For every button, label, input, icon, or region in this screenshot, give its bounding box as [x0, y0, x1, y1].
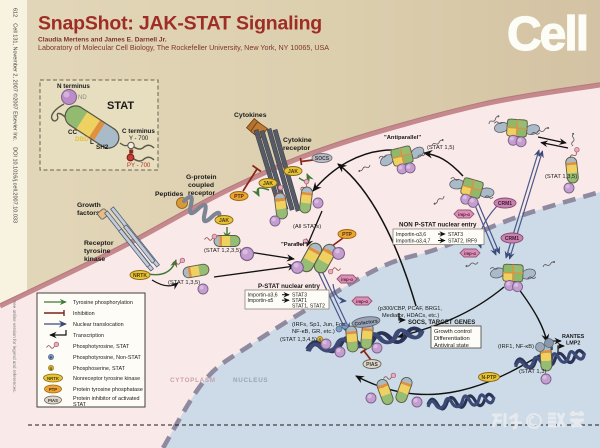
svg-text:Growth: Growth — [77, 202, 101, 209]
svg-text:Importin-α3,6: Importin-α3,6 — [396, 232, 426, 238]
svg-text:(IRF1, NF-κB): (IRF1, NF-κB) — [498, 344, 534, 350]
svg-text:Differentiation: Differentiation — [434, 336, 470, 342]
svg-text:kinase: kinase — [84, 256, 105, 263]
svg-text:See online version for legend: See online version for legend and refere… — [12, 300, 17, 393]
svg-text:imp-α: imp-α — [356, 299, 368, 304]
svg-text:factors: factors — [77, 210, 100, 217]
svg-text:"Parallel": "Parallel" — [281, 242, 307, 248]
svg-text:Peptides: Peptides — [155, 191, 184, 198]
svg-text:Cytokine: Cytokine — [283, 137, 312, 144]
svg-text:NON P-STAT nuclear entry: NON P-STAT nuclear entry — [399, 222, 477, 229]
svg-text:Transcription: Transcription — [73, 333, 104, 339]
svg-text:Inhibition: Inhibition — [73, 311, 95, 317]
svg-text:CC: CC — [68, 129, 78, 136]
svg-text:STAT1: STAT1 — [292, 298, 307, 304]
svg-text:(STAT 1,3,4,5): (STAT 1,3,4,5) — [280, 337, 317, 343]
svg-text:N terminus: N terminus — [57, 83, 90, 90]
svg-text:L: L — [90, 139, 94, 146]
svg-text:Importin-α3,6: Importin-α3,6 — [248, 293, 278, 299]
svg-text:Protein tyrosine phosphatase: Protein tyrosine phosphatase — [73, 387, 143, 393]
svg-text:NRTK: NRTK — [47, 376, 60, 381]
svg-text:STAT3: STAT3 — [292, 293, 307, 299]
svg-text:Claudia Mertens and James E. D: Claudia Mertens and James E. Darnell Jr. — [38, 37, 167, 44]
svg-text:LMP2: LMP2 — [566, 341, 580, 347]
svg-text:Phosphotyrosine, Non-STAT: Phosphotyrosine, Non-STAT — [73, 355, 142, 361]
svg-text:PIAS: PIAS — [366, 362, 378, 368]
svg-text:PTP: PTP — [342, 232, 352, 238]
svg-text:SOCS: SOCS — [315, 156, 330, 162]
svg-text:Laboratory of Molecular Cell B: Laboratory of Molecular Cell Biology, Th… — [38, 43, 329, 52]
svg-text:Tyrosine phosphorylation: Tyrosine phosphorylation — [73, 300, 133, 306]
svg-text:PTP: PTP — [49, 387, 57, 392]
svg-text:CRM1: CRM1 — [498, 201, 512, 207]
svg-text:(STAT 1,5): (STAT 1,5) — [427, 145, 454, 151]
svg-text:SH2: SH2 — [96, 144, 109, 151]
svg-text:Cofactors: Cofactors — [354, 318, 378, 327]
svg-text:(All STATs): (All STATs) — [293, 224, 321, 230]
svg-text:imp-α: imp-α — [464, 251, 476, 256]
svg-text:Importin-α3,4,7: Importin-α3,4,7 — [396, 239, 431, 245]
svg-text:PIAS: PIAS — [48, 398, 58, 403]
svg-text:(STAT 1,3,5): (STAT 1,3,5) — [168, 280, 200, 286]
svg-text:P-STAT nuclear entry: P-STAT nuclear entry — [258, 283, 321, 290]
svg-text:tyrosine: tyrosine — [84, 248, 111, 255]
svg-text:CRM1: CRM1 — [505, 236, 519, 242]
svg-text:RANTES: RANTES — [562, 334, 585, 340]
svg-text:JAK: JAK — [288, 169, 298, 175]
svg-text:Phosphotyrosine, STAT: Phosphotyrosine, STAT — [73, 344, 130, 350]
svg-text:ND: ND — [78, 95, 87, 101]
svg-text:NUCLEUS: NUCLEUS — [233, 377, 268, 384]
svg-text:STAT3: STAT3 — [448, 232, 463, 238]
svg-text:S: S — [319, 337, 322, 342]
svg-text:Cytokines: Cytokines — [234, 112, 267, 119]
svg-text:Phosphoserine, STAT: Phosphoserine, STAT — [73, 366, 126, 372]
svg-text:Antiviral state: Antiviral state — [434, 343, 469, 349]
svg-text:Growth control: Growth control — [434, 329, 472, 335]
svg-text:STAT: STAT — [73, 402, 87, 408]
svg-text:imp-α: imp-α — [341, 277, 353, 282]
svg-text:Cell: Cell — [507, 8, 587, 61]
svg-text:STAT: STAT — [107, 100, 134, 112]
svg-text:SOCS, TARGET GENES: SOCS, TARGET GENES — [408, 320, 475, 326]
svg-text:Receptor: Receptor — [84, 240, 114, 247]
svg-text:imp-α: imp-α — [458, 212, 470, 217]
svg-text:C terminus: C terminus — [122, 128, 155, 135]
svg-text:STAT1, STAT2: STAT1, STAT2 — [292, 304, 325, 310]
svg-text:Nuclear translocation: Nuclear translocation — [73, 322, 124, 328]
svg-text:N-PTP: N-PTP — [482, 375, 498, 381]
svg-text:(p300/CBP, PCAF, BRG1,: (p300/CBP, PCAF, BRG1, — [378, 306, 442, 312]
svg-text:Importin-α5: Importin-α5 — [248, 298, 274, 304]
svg-text:CYTOPLASM: CYTOPLASM — [170, 377, 216, 384]
svg-text:JAK: JAK — [263, 181, 273, 187]
svg-text:DBD: DBD — [75, 136, 89, 143]
svg-text:receptor: receptor — [188, 190, 216, 197]
svg-text:(STAT 1,3,5): (STAT 1,3,5) — [545, 174, 577, 180]
svg-text:PTP: PTP — [234, 194, 244, 200]
svg-text:coupled: coupled — [188, 182, 214, 189]
svg-text:STAT2, IRF9: STAT2, IRF9 — [448, 239, 477, 245]
svg-text:"Antiparallel": "Antiparallel" — [384, 135, 421, 141]
svg-text:612 Cell 131, November 2, 2: 612 Cell 131, November 2, 2007 ©2007 Els… — [12, 8, 19, 223]
svg-text:P: P — [50, 355, 53, 360]
svg-text:Protein inhibitor of activated: Protein inhibitor of activated — [73, 396, 140, 402]
svg-text:Nonreceptor tyrosine kinase: Nonreceptor tyrosine kinase — [73, 376, 140, 382]
svg-text:Mediator, HDACs, etc.): Mediator, HDACs, etc.) — [382, 313, 439, 319]
svg-text:(STAT 1,3): (STAT 1,3) — [519, 369, 546, 375]
svg-text:PY - 700: PY - 700 — [127, 163, 151, 169]
svg-text:(STAT 1,2,3,5): (STAT 1,2,3,5) — [204, 248, 241, 254]
svg-text:NF-κB, GR, etc.): NF-κB, GR, etc.) — [292, 329, 335, 335]
svg-text:SnapShot: JAK-STAT Signaling: SnapShot: JAK-STAT Signaling — [38, 13, 322, 35]
svg-text:(IRFs, Sp1, Jun, Fos,: (IRFs, Sp1, Jun, Fos, — [292, 322, 347, 328]
svg-text:receptor: receptor — [283, 145, 311, 152]
svg-text:S: S — [50, 366, 53, 371]
svg-text:NRTK: NRTK — [133, 273, 147, 279]
svg-text:JAK: JAK — [219, 218, 229, 224]
svg-text:G-protein: G-protein — [186, 174, 217, 181]
svg-text:Y - 700: Y - 700 — [129, 136, 149, 142]
